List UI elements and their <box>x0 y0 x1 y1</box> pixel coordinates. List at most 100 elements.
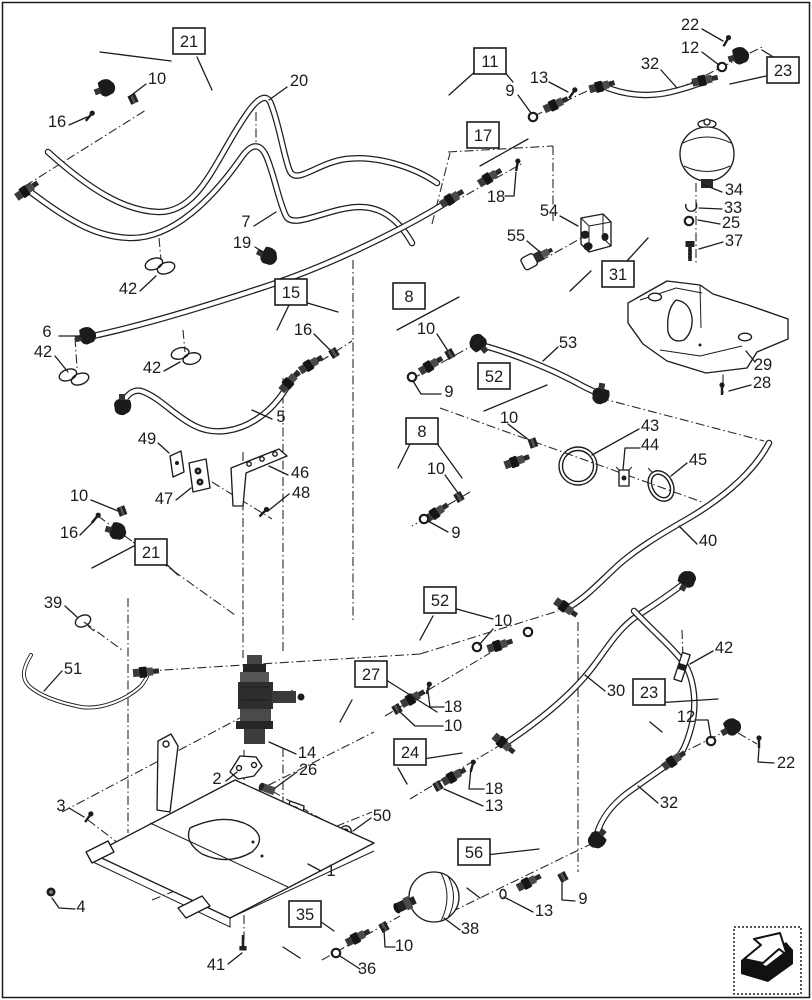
callout-40: 40 <box>678 525 717 550</box>
callout-53: 53 <box>542 334 577 362</box>
callout-28: 28 <box>728 374 771 392</box>
callout-6: 6 <box>42 323 85 341</box>
callout-38: 38 <box>443 917 479 938</box>
svg-text:16: 16 <box>60 524 78 542</box>
svg-text:53: 53 <box>559 334 577 352</box>
svg-text:33: 33 <box>724 199 742 217</box>
svg-text:45: 45 <box>689 451 707 469</box>
svg-text:16: 16 <box>48 113 66 131</box>
callout-18: 18 <box>468 767 503 798</box>
hose-32-lower <box>593 758 675 838</box>
callout-29: 29 <box>745 350 772 374</box>
svg-text:3: 3 <box>56 797 65 815</box>
callout-9: 9 <box>505 82 532 114</box>
svg-text:29: 29 <box>754 356 772 374</box>
svg-text:39: 39 <box>44 594 62 612</box>
callout-12: 12 <box>677 708 712 739</box>
svg-text:10: 10 <box>494 612 512 630</box>
group-callout-52: 52 <box>477 362 548 412</box>
svg-text:9: 9 <box>505 82 514 100</box>
svg-text:32: 32 <box>660 794 678 812</box>
svg-text:10: 10 <box>417 320 435 338</box>
svg-text:51: 51 <box>64 660 82 678</box>
callout-14: 14 <box>268 741 316 762</box>
valve-assembly-14 <box>236 655 305 744</box>
callout-layer: 1016207192212321391854553433253729284264… <box>34 16 800 978</box>
callout-33: 33 <box>698 199 742 217</box>
callout-22: 22 <box>681 16 724 42</box>
callout-48: 48 <box>267 484 310 512</box>
callout-54: 54 <box>540 202 579 227</box>
page-nav-icon[interactable] <box>733 926 802 995</box>
callout-3: 3 <box>56 797 85 818</box>
ring-43 <box>558 446 598 486</box>
tube-51 <box>22 653 150 710</box>
callout-2: 2 <box>212 770 238 788</box>
callout-7: 7 <box>241 211 277 231</box>
svg-text:10: 10 <box>70 487 88 505</box>
group-callout-35: 35 <box>282 900 335 959</box>
svg-text:8: 8 <box>417 423 426 441</box>
callout-10: 10 <box>383 928 413 955</box>
callout-42: 42 <box>34 343 69 373</box>
svg-text:30: 30 <box>607 682 625 700</box>
svg-text:18: 18 <box>485 780 503 798</box>
svg-text:18: 18 <box>487 188 505 206</box>
svg-text:52: 52 <box>485 368 503 386</box>
svg-text:4: 4 <box>76 898 85 916</box>
hose-30 <box>505 577 698 760</box>
callout-36: 36 <box>339 955 376 978</box>
callout-43: 43 <box>591 417 659 456</box>
callout-10: 10 <box>417 320 449 352</box>
loop-clamp-45 <box>647 467 675 502</box>
hose-5 <box>118 378 294 435</box>
group-callout-11: 11 <box>448 47 514 96</box>
svg-text:52: 52 <box>431 592 449 610</box>
svg-text:16: 16 <box>294 321 312 339</box>
callout-18: 18 <box>427 691 462 716</box>
svg-text:55: 55 <box>507 227 525 245</box>
clamp-39 <box>74 614 95 632</box>
callout-19: 19 <box>233 234 267 255</box>
callout-41: 41 <box>207 952 243 974</box>
clamp-44 <box>615 466 633 487</box>
svg-text:41: 41 <box>207 956 225 974</box>
callout-13: 13 <box>530 69 569 93</box>
svg-text:42: 42 <box>34 343 52 361</box>
centerlines <box>24 46 765 961</box>
svg-text:17: 17 <box>474 127 492 145</box>
svg-text:48: 48 <box>292 484 310 502</box>
svg-text:31: 31 <box>609 266 627 284</box>
svg-text:46: 46 <box>291 464 309 482</box>
callout-26: 26 <box>274 761 317 789</box>
group-callout-21: 21 <box>99 27 213 91</box>
group-callout-15: 15 <box>274 278 339 331</box>
svg-text:47: 47 <box>155 490 173 508</box>
callout-37: 37 <box>698 232 743 250</box>
callout-45: 45 <box>670 451 707 477</box>
callout-4: 4 <box>51 897 86 916</box>
svg-text:11: 11 <box>481 53 498 71</box>
snap-ring-33 <box>685 202 698 212</box>
group-callout-21: 21 <box>91 538 179 576</box>
svg-text:44: 44 <box>641 436 659 454</box>
group-callout-17: 17 <box>466 121 529 167</box>
valve-55 <box>520 247 554 271</box>
svg-text:22: 22 <box>777 754 795 772</box>
callout-55: 55 <box>507 227 541 253</box>
callout-10: 10 <box>500 409 530 441</box>
svg-text:24: 24 <box>401 744 419 762</box>
callout-1: 1 <box>307 862 336 880</box>
svg-text:28: 28 <box>753 374 771 392</box>
svg-text:54: 54 <box>540 202 558 220</box>
svg-text:9: 9 <box>451 524 460 542</box>
svg-text:42: 42 <box>715 639 733 657</box>
svg-text:38: 38 <box>461 920 479 938</box>
callout-34: 34 <box>701 181 743 199</box>
callout-42: 42 <box>119 275 157 298</box>
svg-text:10: 10 <box>148 70 166 88</box>
group-callout-56: 56 <box>457 838 540 899</box>
bracket-2 <box>229 755 263 780</box>
svg-text:40: 40 <box>699 532 717 550</box>
svg-text:43: 43 <box>641 417 659 435</box>
